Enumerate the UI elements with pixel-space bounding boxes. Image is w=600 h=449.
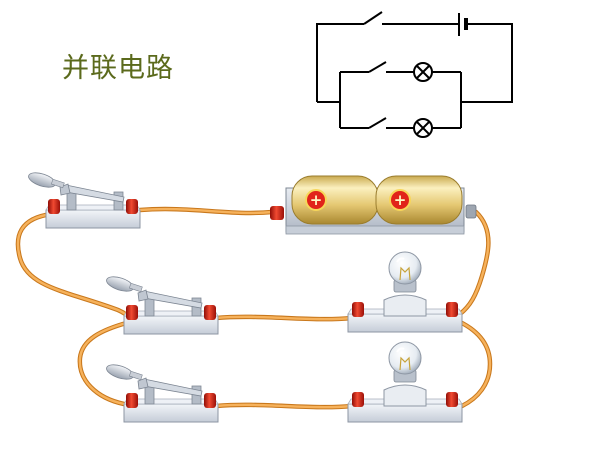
switch-symbol-icon (363, 11, 383, 25)
terminal-icon (204, 305, 216, 320)
terminal-icon (126, 305, 138, 320)
main-switch[interactable] (27, 170, 141, 229)
terminal-icon (465, 204, 477, 219)
terminal-icon (352, 392, 364, 407)
light-bulb-icon (383, 341, 427, 407)
light-bulb-icon (383, 251, 427, 317)
schematic-wire-left (316, 23, 364, 102)
branch-lamp-2 (347, 341, 463, 423)
switch-symbol-icon (368, 61, 387, 73)
battery-cell-icon: + (375, 175, 463, 225)
knife-switch-icon[interactable] (105, 362, 203, 397)
page-title: 并联电路 (62, 53, 174, 84)
wires (15, 206, 493, 410)
cell-plus-label: + (310, 191, 323, 209)
battery-symbol-icon (458, 13, 468, 36)
terminal-icon (270, 206, 284, 220)
terminal-icon (126, 393, 138, 408)
branch-switch-2[interactable] (105, 362, 219, 423)
cell-plus-label: + (394, 191, 407, 209)
terminal-icon (204, 393, 216, 408)
branch-lamp-1 (347, 251, 463, 333)
switch-symbol-icon (368, 117, 387, 129)
terminal-icon (446, 302, 458, 317)
terminal-icon (352, 302, 364, 317)
lamp-symbol-icon (413, 62, 433, 82)
terminal-icon (48, 199, 138, 214)
terminal-icon (446, 392, 458, 407)
knife-switch-icon[interactable] (105, 274, 203, 309)
lamp-symbol-icon (413, 118, 433, 138)
schematic (316, 11, 513, 138)
knife-switch-icon[interactable] (27, 170, 125, 203)
branch-switch-1[interactable] (105, 274, 219, 335)
battery-cell-icon: + (291, 175, 379, 225)
schematic-wire-right (461, 23, 513, 103)
battery-pack: + + (270, 175, 477, 235)
